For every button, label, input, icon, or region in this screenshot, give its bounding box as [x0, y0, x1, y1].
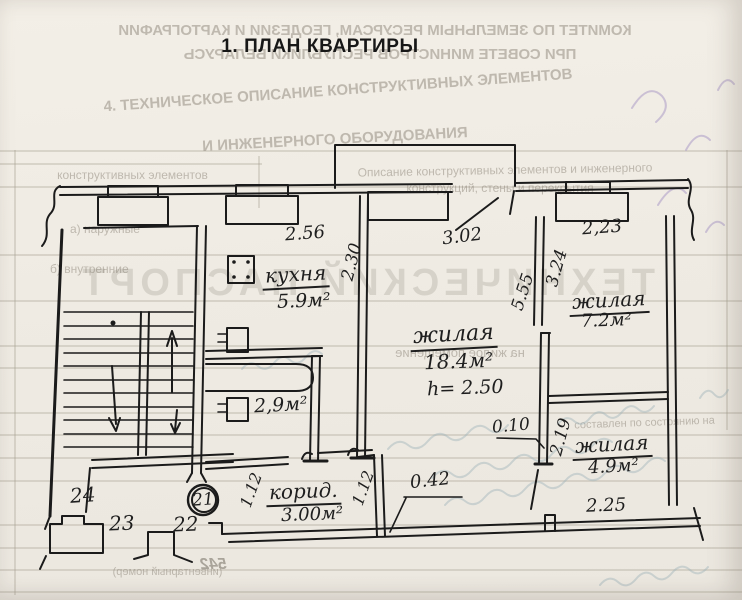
door-curl: [347, 447, 359, 456]
wall-break-left: [41, 185, 61, 247]
balcony: [334, 144, 516, 189]
niche-leader: [389, 496, 463, 533]
room-label-kitchen: кухня: [261, 260, 330, 291]
kitchen-right-wall: [356, 195, 361, 459]
room-area-living-right: 7.2м²: [580, 309, 633, 332]
entry-door-shape: [49, 515, 104, 554]
sink: [226, 327, 249, 353]
dim-wall-offset: 0.10: [491, 414, 531, 438]
room-area-living-small: 4.9м²: [587, 454, 640, 479]
stairwell: [63, 225, 234, 513]
stove: [227, 255, 255, 284]
door-curl: [301, 451, 313, 460]
room-height-note: h= 2.50: [426, 375, 504, 401]
page-title: 1. ПЛАН КВАРТИРЫ: [221, 36, 419, 57]
window-room-right: [565, 181, 611, 194]
room-area-kitchen: 5.9м²: [276, 289, 331, 313]
balcony-door-swing: [455, 197, 499, 231]
up-arrow: [166, 330, 178, 393]
landing-doors: [39, 515, 193, 570]
dim-right-window: 2,23: [581, 215, 623, 240]
offset-leader: [496, 437, 545, 449]
left-outer-wall: [48, 228, 64, 518]
rooms-divider-horizontal: [548, 391, 669, 397]
room-area-living-main: 18.4м²: [423, 347, 494, 375]
apt-number-24: 24: [69, 482, 97, 508]
dim-small-room-width: 2.25: [585, 494, 627, 517]
small-arrow: [170, 409, 181, 434]
balcony-window: [367, 191, 449, 221]
bottom-outer-wall: [221, 517, 701, 535]
pen-scribbles: [631, 79, 735, 233]
corridor-right-wall: [373, 454, 378, 537]
dim-kitchen-width: 2.56: [284, 221, 326, 246]
down-arrow: [108, 365, 121, 432]
dim-niche: 0.42: [409, 467, 452, 494]
toilet: [226, 397, 249, 422]
stair-direction-arrows: [108, 320, 181, 434]
faded-table-col-left: конструктивных элементов: [57, 168, 208, 182]
faded-table-col-right2: конструкций, стены и перекрытия: [406, 181, 594, 195]
door-stub: [544, 514, 556, 532]
divider-wall-upper: [533, 216, 537, 326]
entry-door-shape: [133, 531, 193, 563]
apt-number-22: 22: [172, 511, 199, 537]
door-swing-small-room: [530, 469, 539, 510]
fixtures: [205, 255, 314, 422]
apt-number-21: 21: [191, 489, 215, 511]
corridor-top-wall: [205, 456, 289, 463]
faded-margin-item-b: б) внутренние: [50, 262, 129, 276]
bathtub: [205, 363, 314, 392]
right-outer-wall: [665, 215, 670, 506]
apartment-number-circle: [186, 483, 220, 517]
wall-break-right: [687, 178, 695, 241]
room-area-bathroom: 2,9м²: [253, 392, 309, 418]
stair-steps: [63, 311, 194, 448]
interior-walls: [205, 195, 669, 537]
bath-top-wall: [205, 347, 323, 352]
room-area-corridor: 3.00м²: [280, 502, 344, 527]
apt-number-23: 23: [108, 510, 135, 536]
windows-and-balcony: [97, 144, 629, 231]
